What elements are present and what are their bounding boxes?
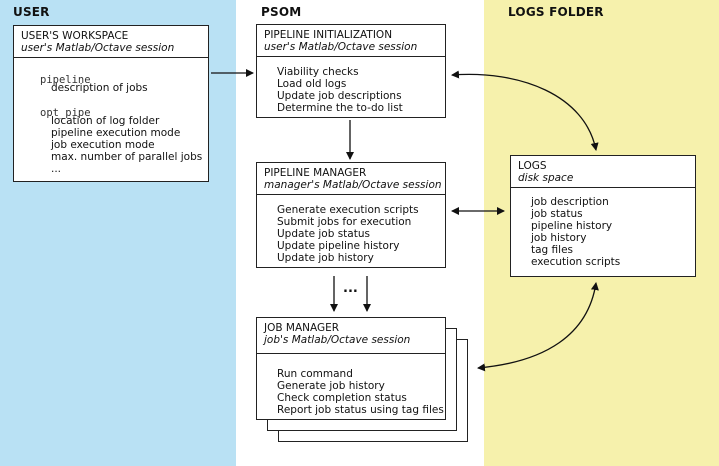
list-item: job history — [531, 232, 587, 244]
list-item: Update pipeline history — [277, 240, 400, 252]
logs-title: LOGS — [518, 160, 547, 172]
job-subtitle: job's Matlab/Octave session — [264, 334, 411, 346]
job-box: JOB MANAGER job's Matlab/Octave session … — [256, 317, 446, 420]
arrow-job-logs — [477, 282, 599, 372]
job-header: JOB MANAGER job's Matlab/Octave session — [257, 318, 445, 354]
list-item: job execution mode — [51, 139, 155, 151]
workspace-title: USER'S WORKSPACE — [21, 30, 129, 42]
list-item: Load old logs — [277, 78, 347, 90]
manager-title: PIPELINE MANAGER — [264, 167, 367, 179]
workspace-pipeline-var: pipeline — [40, 74, 91, 86]
list-item: pipeline history — [531, 220, 613, 232]
workspace-opt-list: location of log folder pipeline executio… — [51, 115, 202, 175]
manager-header: PIPELINE MANAGER manager's Matlab/Octave… — [257, 163, 445, 195]
lane-title-user: USER — [13, 5, 50, 19]
arrow-init-logs — [451, 70, 599, 151]
list-item: Report job status using tag files — [277, 404, 444, 416]
job-title: JOB MANAGER — [264, 322, 340, 334]
list-item: Update job history — [277, 252, 374, 264]
job-list: Run command Generate job history Check c… — [277, 368, 444, 416]
manager-list: Generate execution scripts Submit jobs f… — [277, 204, 419, 264]
list-item: Update job descriptions — [277, 90, 402, 102]
manager-box: PIPELINE MANAGER manager's Matlab/Octave… — [256, 162, 446, 268]
workspace-subtitle: user's Matlab/Octave session — [21, 42, 175, 54]
logs-header: LOGS disk space — [511, 156, 695, 188]
list-item: Viability checks — [277, 66, 359, 78]
list-item: Check completion status — [277, 392, 407, 404]
list-item: execution scripts — [531, 256, 621, 268]
list-item: Update job status — [277, 228, 370, 240]
list-item: job description — [531, 196, 609, 208]
list-item: Determine the to-do list — [277, 102, 403, 114]
workspace-opt-var: opt_pipe — [40, 107, 91, 119]
logs-subtitle: disk space — [518, 172, 574, 184]
list-item: Generate execution scripts — [277, 204, 419, 216]
manager-subtitle: manager's Matlab/Octave session — [264, 179, 442, 191]
init-box: PIPELINE INITIALIZATION user's Matlab/Oc… — [256, 24, 446, 118]
logs-box: LOGS disk space job description job stat… — [510, 155, 696, 277]
init-title: PIPELINE INITIALIZATION — [264, 29, 393, 41]
list-item: Generate job history — [277, 380, 385, 392]
workspace-box: USER'S WORKSPACE user's Matlab/Octave se… — [13, 25, 209, 182]
parallel-ellipsis: ... — [343, 281, 358, 296]
lane-title-logs: LOGS FOLDER — [508, 5, 604, 19]
lane-title-psom: PSOM — [261, 5, 302, 19]
logs-list: job description job status pipeline hist… — [531, 196, 620, 268]
list-item: job status — [531, 208, 583, 220]
list-item: ... — [51, 163, 62, 175]
workspace-pipeline-desc: description of jobs — [51, 82, 148, 94]
init-subtitle: user's Matlab/Octave session — [264, 41, 418, 53]
workspace-header: USER'S WORKSPACE user's Matlab/Octave se… — [14, 26, 208, 58]
list-item: location of log folder — [51, 115, 160, 127]
list-item: pipeline execution mode — [51, 127, 181, 139]
list-item: Submit jobs for execution — [277, 216, 412, 228]
init-header: PIPELINE INITIALIZATION user's Matlab/Oc… — [257, 25, 445, 57]
list-item: Run command — [277, 368, 353, 380]
init-list: Viability checks Load old logs Update jo… — [277, 66, 403, 114]
list-item: max. number of parallel jobs — [51, 151, 203, 163]
list-item: tag files — [531, 244, 574, 256]
